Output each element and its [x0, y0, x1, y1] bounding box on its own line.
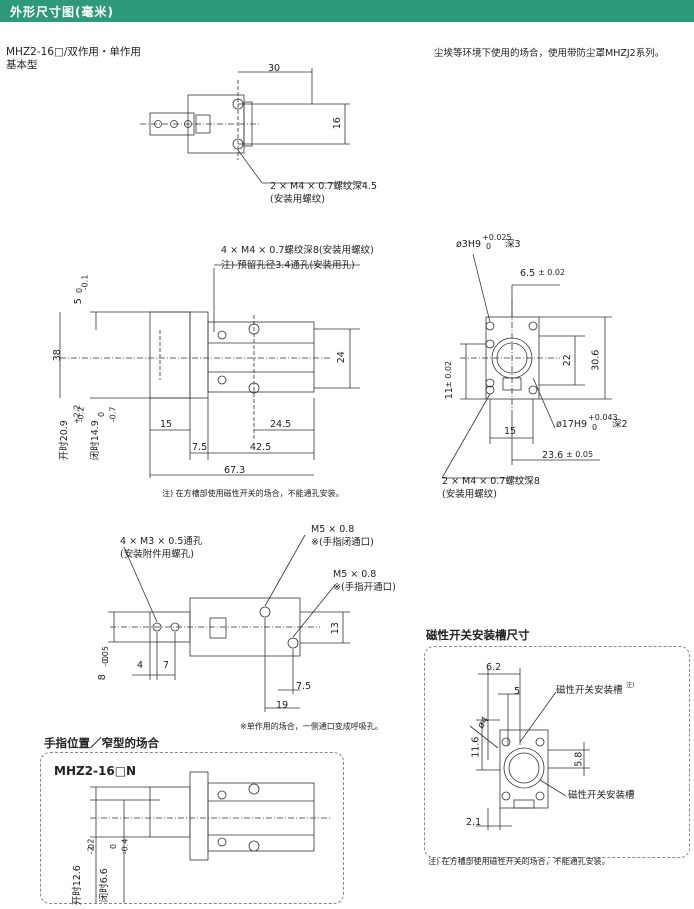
dim-22: 22 [561, 354, 573, 367]
side-note: 注) 在方槽部使用磁性开关的场合，不能通孔安装。 [162, 489, 344, 498]
bore-note: ø3H9 [456, 239, 482, 250]
dim-11-tol: ± 0.02 [444, 360, 454, 388]
slot-label-1: 磁性开关安装槽 [556, 685, 623, 696]
dim-24: 24 [335, 351, 347, 364]
side-closed-label: 闭时14.9 [89, 420, 101, 461]
top-view-drawing [140, 68, 365, 184]
side-hole-note: 注) 预留孔径3.4通孔(安装用孔) [221, 260, 355, 271]
dim-23-6-tol: ± 0.05 [566, 450, 594, 459]
dust-note: 尘埃等环境下使用的场合，使用带防尘罩MHZJ2系列。 [434, 48, 665, 59]
narrow-section-box [40, 752, 344, 904]
narrow-section-title: 手指位置／窄型的场合 [44, 736, 159, 750]
bore-depth: 深3 [505, 239, 521, 250]
dim-11-6: 11.6 [470, 736, 482, 758]
magnet-slot-drawing [469, 668, 590, 830]
dim-8: 8 [96, 674, 108, 681]
dim-42-5: 42.5 [250, 442, 272, 453]
dim-7: 7 [163, 660, 170, 671]
dim-67-3: 67.3 [224, 465, 246, 476]
slot-label-1-note: 注) [626, 682, 635, 689]
bore2-tol-lower: 0 [592, 423, 598, 432]
dim-15: 15 [160, 419, 173, 430]
dim-5: 5 [72, 298, 84, 305]
side-thread-note: 4 × M4 × 0.7螺纹深8(安装用螺纹) [221, 245, 374, 256]
narrow-open-tol-lower: 0 [87, 843, 97, 849]
end-dim-15: 15 [504, 426, 517, 437]
header-title: 外形尺寸图(毫米) [10, 5, 114, 19]
dim-5-slot: 5 [514, 686, 521, 697]
end-thread-note-sub: (安装用螺纹) [442, 489, 497, 500]
dim-8-tol-lower: -0.05 [100, 646, 110, 667]
narrow-closed-tol-upper: 0 [109, 843, 119, 849]
dim-24-5: 24.5 [270, 419, 292, 430]
bottom-hole-note-sub: (安装附件用螺孔) [120, 549, 194, 560]
dim-7-5: 7.5 [192, 442, 208, 453]
end-thread-note: 2 × M4 × 0.7螺纹深8 [442, 476, 540, 487]
magnet-section-title: 磁性开关安装槽尺寸 [426, 628, 530, 642]
dim-6-2: 6.2 [486, 662, 502, 673]
side-open-label: 开时20.9 [58, 420, 70, 461]
end-view-drawing [441, 253, 612, 479]
bore2-depth: 深2 [612, 419, 628, 430]
dim-13: 13 [329, 622, 341, 635]
side-view-drawing [59, 264, 360, 478]
bore2-note: ø17H9 [556, 419, 588, 430]
narrow-model: MHZ2-16□N [54, 764, 137, 778]
top-thread-note: 2 × M4 × 0.7螺纹深4.5 [270, 181, 378, 192]
bottom-view-drawing [108, 534, 350, 712]
narrow-open-label: 开时12.6 [71, 865, 83, 906]
narrow-closed-tol-lower: -0.4 [120, 838, 130, 855]
side-closed-tol-lower: -0.7 [108, 406, 118, 423]
port2-sub: ※(手指开通口) [333, 582, 396, 593]
dim-11: 11 [443, 387, 455, 400]
port1-label: M5 × 0.8 [311, 524, 355, 535]
dim-19: 19 [276, 700, 289, 711]
port1-sub: ※(手指闭通口) [311, 537, 374, 548]
dim-6-5-tol: ± 0.02 [538, 268, 566, 277]
narrow-closed-label: 闭时6.6 [98, 868, 110, 903]
port2-label: M5 × 0.8 [333, 569, 377, 580]
dim-4: 4 [137, 660, 144, 671]
narrow-view-drawing [90, 771, 330, 903]
side-open-tol-lower: -0.2 [76, 406, 86, 423]
section-header: 外形尺寸图(毫米) [0, 0, 694, 22]
dim-16: 16 [331, 117, 343, 130]
bottom-hole-note: 4 × M3 × 0.5通孔 [120, 536, 203, 547]
magnet-section-box [424, 646, 690, 858]
dim-30: 30 [268, 63, 281, 74]
dim-38: 38 [51, 349, 63, 362]
dim-30-6: 30.6 [590, 349, 602, 371]
slot-label-2: 磁性开关安装槽 [568, 790, 635, 801]
dim-5-8: 5.8 [573, 751, 585, 767]
dim-2-1: 2.1 [466, 817, 482, 828]
dim-23-6: 23.6 [542, 450, 564, 461]
bore2-tol-upper: +0.043 [588, 413, 618, 422]
bottom-note: ※单作用的场合，一侧通口变成呼吸孔。 [240, 722, 383, 731]
magnet-note: 注) 在方槽部使用磁性开关的场合，不能通孔安装。 [428, 857, 610, 866]
bore-tol-lower: 0 [486, 242, 492, 251]
dim-7-5-bottom: 7.5 [296, 681, 312, 692]
bore-tol-upper: +0.025 [482, 233, 512, 242]
dim-6-5: 6.5 [520, 268, 536, 279]
dim-5-tol-lower: -0.1 [80, 274, 90, 291]
model-title: MHZ2-16□/双作用・单作用 [6, 46, 141, 58]
subtitle: 基本型 [6, 59, 38, 71]
top-thread-note-sub: (安装用螺纹) [270, 194, 325, 205]
side-closed-tol-upper: 0 [97, 411, 107, 417]
